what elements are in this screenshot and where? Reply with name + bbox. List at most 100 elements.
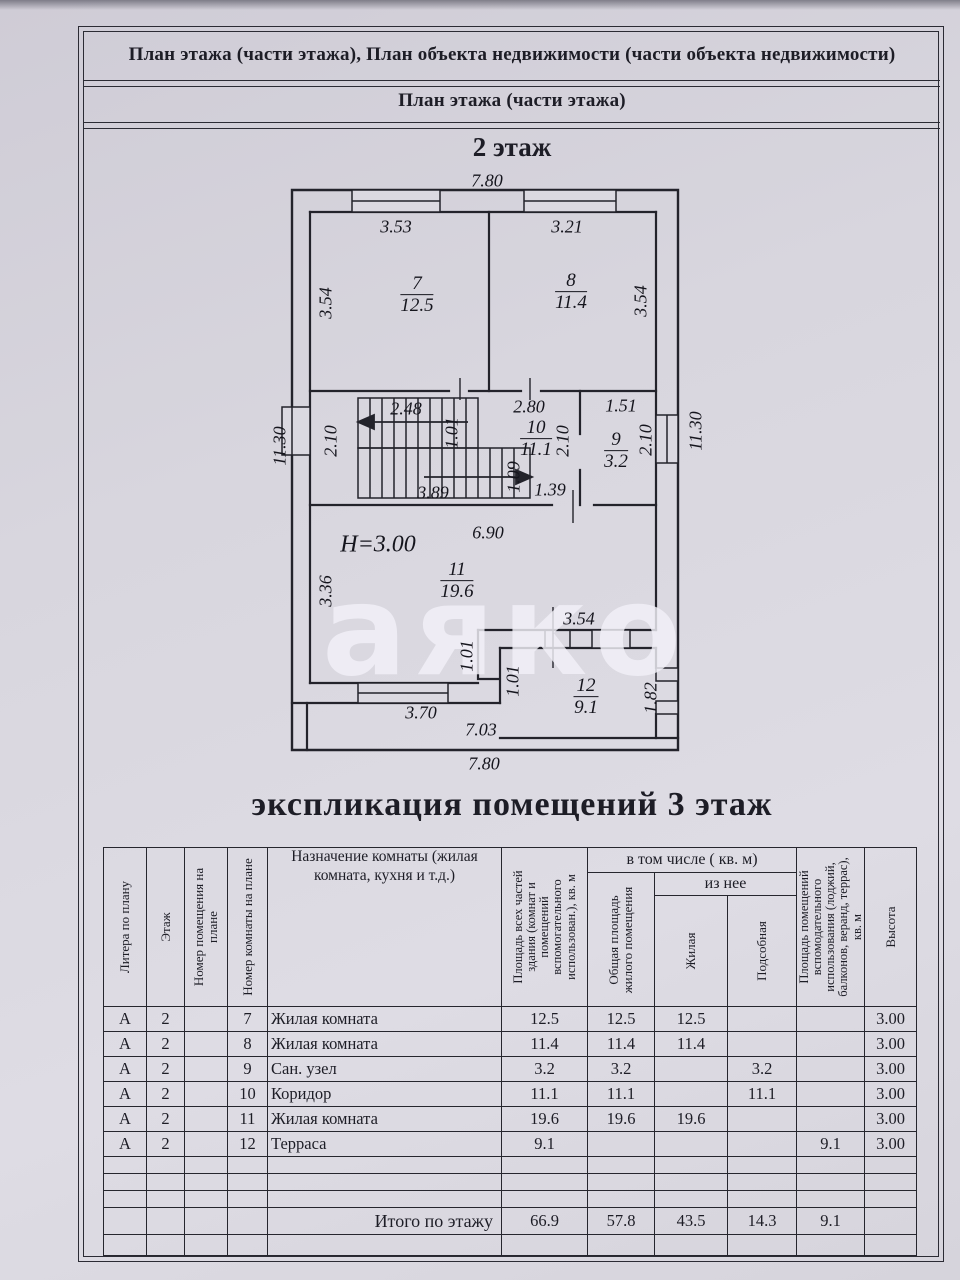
section-title: План этажа (части этажа)	[398, 90, 626, 111]
col-header-obschaya: Общая площадь жилого помещения	[587, 872, 655, 1007]
explication-table: Литера по плану Этаж Номер помещения на …	[103, 847, 918, 1256]
room-area: 19.6	[440, 581, 474, 603]
explication-title: экспликация помещений 3 этаж	[251, 786, 773, 823]
plan-dimension-label: 11.30	[269, 426, 290, 466]
photo-edge-shadow	[0, 0, 960, 10]
table-cell: 19.6	[654, 1106, 728, 1132]
room-area: 9.1	[574, 697, 598, 719]
table-cell	[726, 1106, 798, 1132]
document-inner-frame	[83, 31, 939, 1257]
dimension-ticks	[459, 378, 574, 668]
table-cell	[726, 1006, 798, 1032]
room-number: 7	[400, 274, 434, 296]
plan-dimension-label: 1.01	[502, 665, 523, 697]
col-header-ploschad-vsekh: Площадь всех частей здания (комнат и пом…	[501, 847, 588, 1007]
double-rule	[84, 122, 940, 129]
room-number: 12	[573, 676, 599, 698]
group-header-of-it: из нее	[653, 872, 798, 896]
table-cell: 11.1	[726, 1081, 798, 1107]
table-cell: 3.2	[587, 1056, 655, 1082]
room-area: 11.4	[555, 292, 587, 314]
plan-dimension-label: Н=3.00	[340, 531, 416, 558]
table-cell: Жилая комната	[267, 1106, 502, 1132]
table-cell: 3.00	[864, 1056, 918, 1082]
table-cell: Коридор	[267, 1081, 502, 1107]
table-cell: Итого по этажу	[267, 1207, 502, 1235]
plan-dimension-label: 3.70	[405, 702, 437, 723]
col-header-etazh: Этаж	[146, 847, 185, 1007]
table-cell: 9.1	[796, 1131, 866, 1157]
plan-dimension-label: 3.53	[380, 216, 412, 237]
table-cell: 14.3	[726, 1207, 798, 1235]
table-cell: 9	[227, 1056, 268, 1082]
plan-dimension-label: 3.54	[630, 285, 651, 317]
table-cell	[864, 1234, 918, 1256]
room-area: 3.2	[604, 451, 628, 473]
plan-dimension-label: 2.48	[390, 398, 422, 419]
plan-dimension-label: 11.30	[685, 411, 706, 451]
plan-dimension-label: 6.90	[472, 522, 504, 543]
plan-dimension-label: 3.54	[315, 287, 336, 319]
col-header-nomer-komnaty: Номер комнаты на плане	[227, 847, 268, 1007]
table-cell: А	[103, 1031, 147, 1057]
col-header-litera: Литера по плану	[103, 847, 147, 1007]
plan-dimension-label: 1.01	[456, 640, 477, 672]
table-cell: 12.5	[587, 1006, 655, 1032]
empty-row	[103, 1190, 918, 1208]
plan-dimension-label: 3.36	[315, 575, 336, 607]
room-number: 11	[440, 560, 474, 582]
table-cell: 2	[146, 1131, 185, 1157]
table-cell: Жилая комната	[267, 1006, 502, 1032]
document-title: План этажа (части этажа), План объекта н…	[128, 44, 896, 65]
table-cell	[796, 1081, 866, 1107]
table-cell: 3.2	[726, 1056, 798, 1082]
plan-dimension-label: 1.01	[441, 417, 462, 449]
col-header-naznachenie: Назначение комнаты (жилая комната, кухня…	[267, 847, 502, 1007]
room-number: 10	[520, 418, 552, 440]
col-header-nomer-pomescheniya: Номер помещения на плане	[184, 847, 228, 1007]
plan-dimension-label: 7.03	[465, 719, 497, 740]
plan-dimension-label: 1.09	[503, 461, 524, 493]
plan-dimension-label: 7.80	[468, 753, 500, 774]
room-area: 11.1	[520, 439, 552, 461]
stairs	[357, 397, 531, 499]
plan-dimension-label: 3.89	[417, 482, 449, 503]
table-cell: 3.00	[864, 1106, 918, 1132]
group-header-including: в том числе ( кв. м)	[586, 847, 798, 873]
plan-dimension-label: 3.54	[563, 608, 595, 629]
document-outer-frame	[78, 26, 944, 1262]
col-header-vysota: Высота	[864, 847, 918, 1007]
plan-dimension-label: 2.10	[635, 424, 656, 456]
plan-dimension-label: 2.10	[552, 425, 573, 457]
room-number: 8	[555, 271, 587, 293]
table-cell: Терраса	[267, 1131, 502, 1157]
floor-title: 2 этаж	[472, 132, 552, 162]
plan-dimension-label: 2.80	[513, 396, 545, 417]
plan-dimension-label: 1.39	[534, 479, 566, 500]
table-cell: 11.4	[654, 1031, 728, 1057]
table-cell	[654, 1081, 728, 1107]
plan-dimension-label: 1.82	[640, 682, 661, 714]
table-cell: 9.1	[796, 1207, 866, 1235]
table-cell: 11.1	[501, 1081, 588, 1107]
room-area: 12.5	[400, 295, 434, 317]
empty-row	[103, 1234, 918, 1256]
table-cell: 3.00	[864, 1081, 918, 1107]
table-cell: 3.00	[864, 1031, 918, 1057]
plan-dimension-label: 3.21	[551, 216, 583, 237]
table-cell	[726, 1234, 798, 1256]
windows	[281, 189, 679, 715]
